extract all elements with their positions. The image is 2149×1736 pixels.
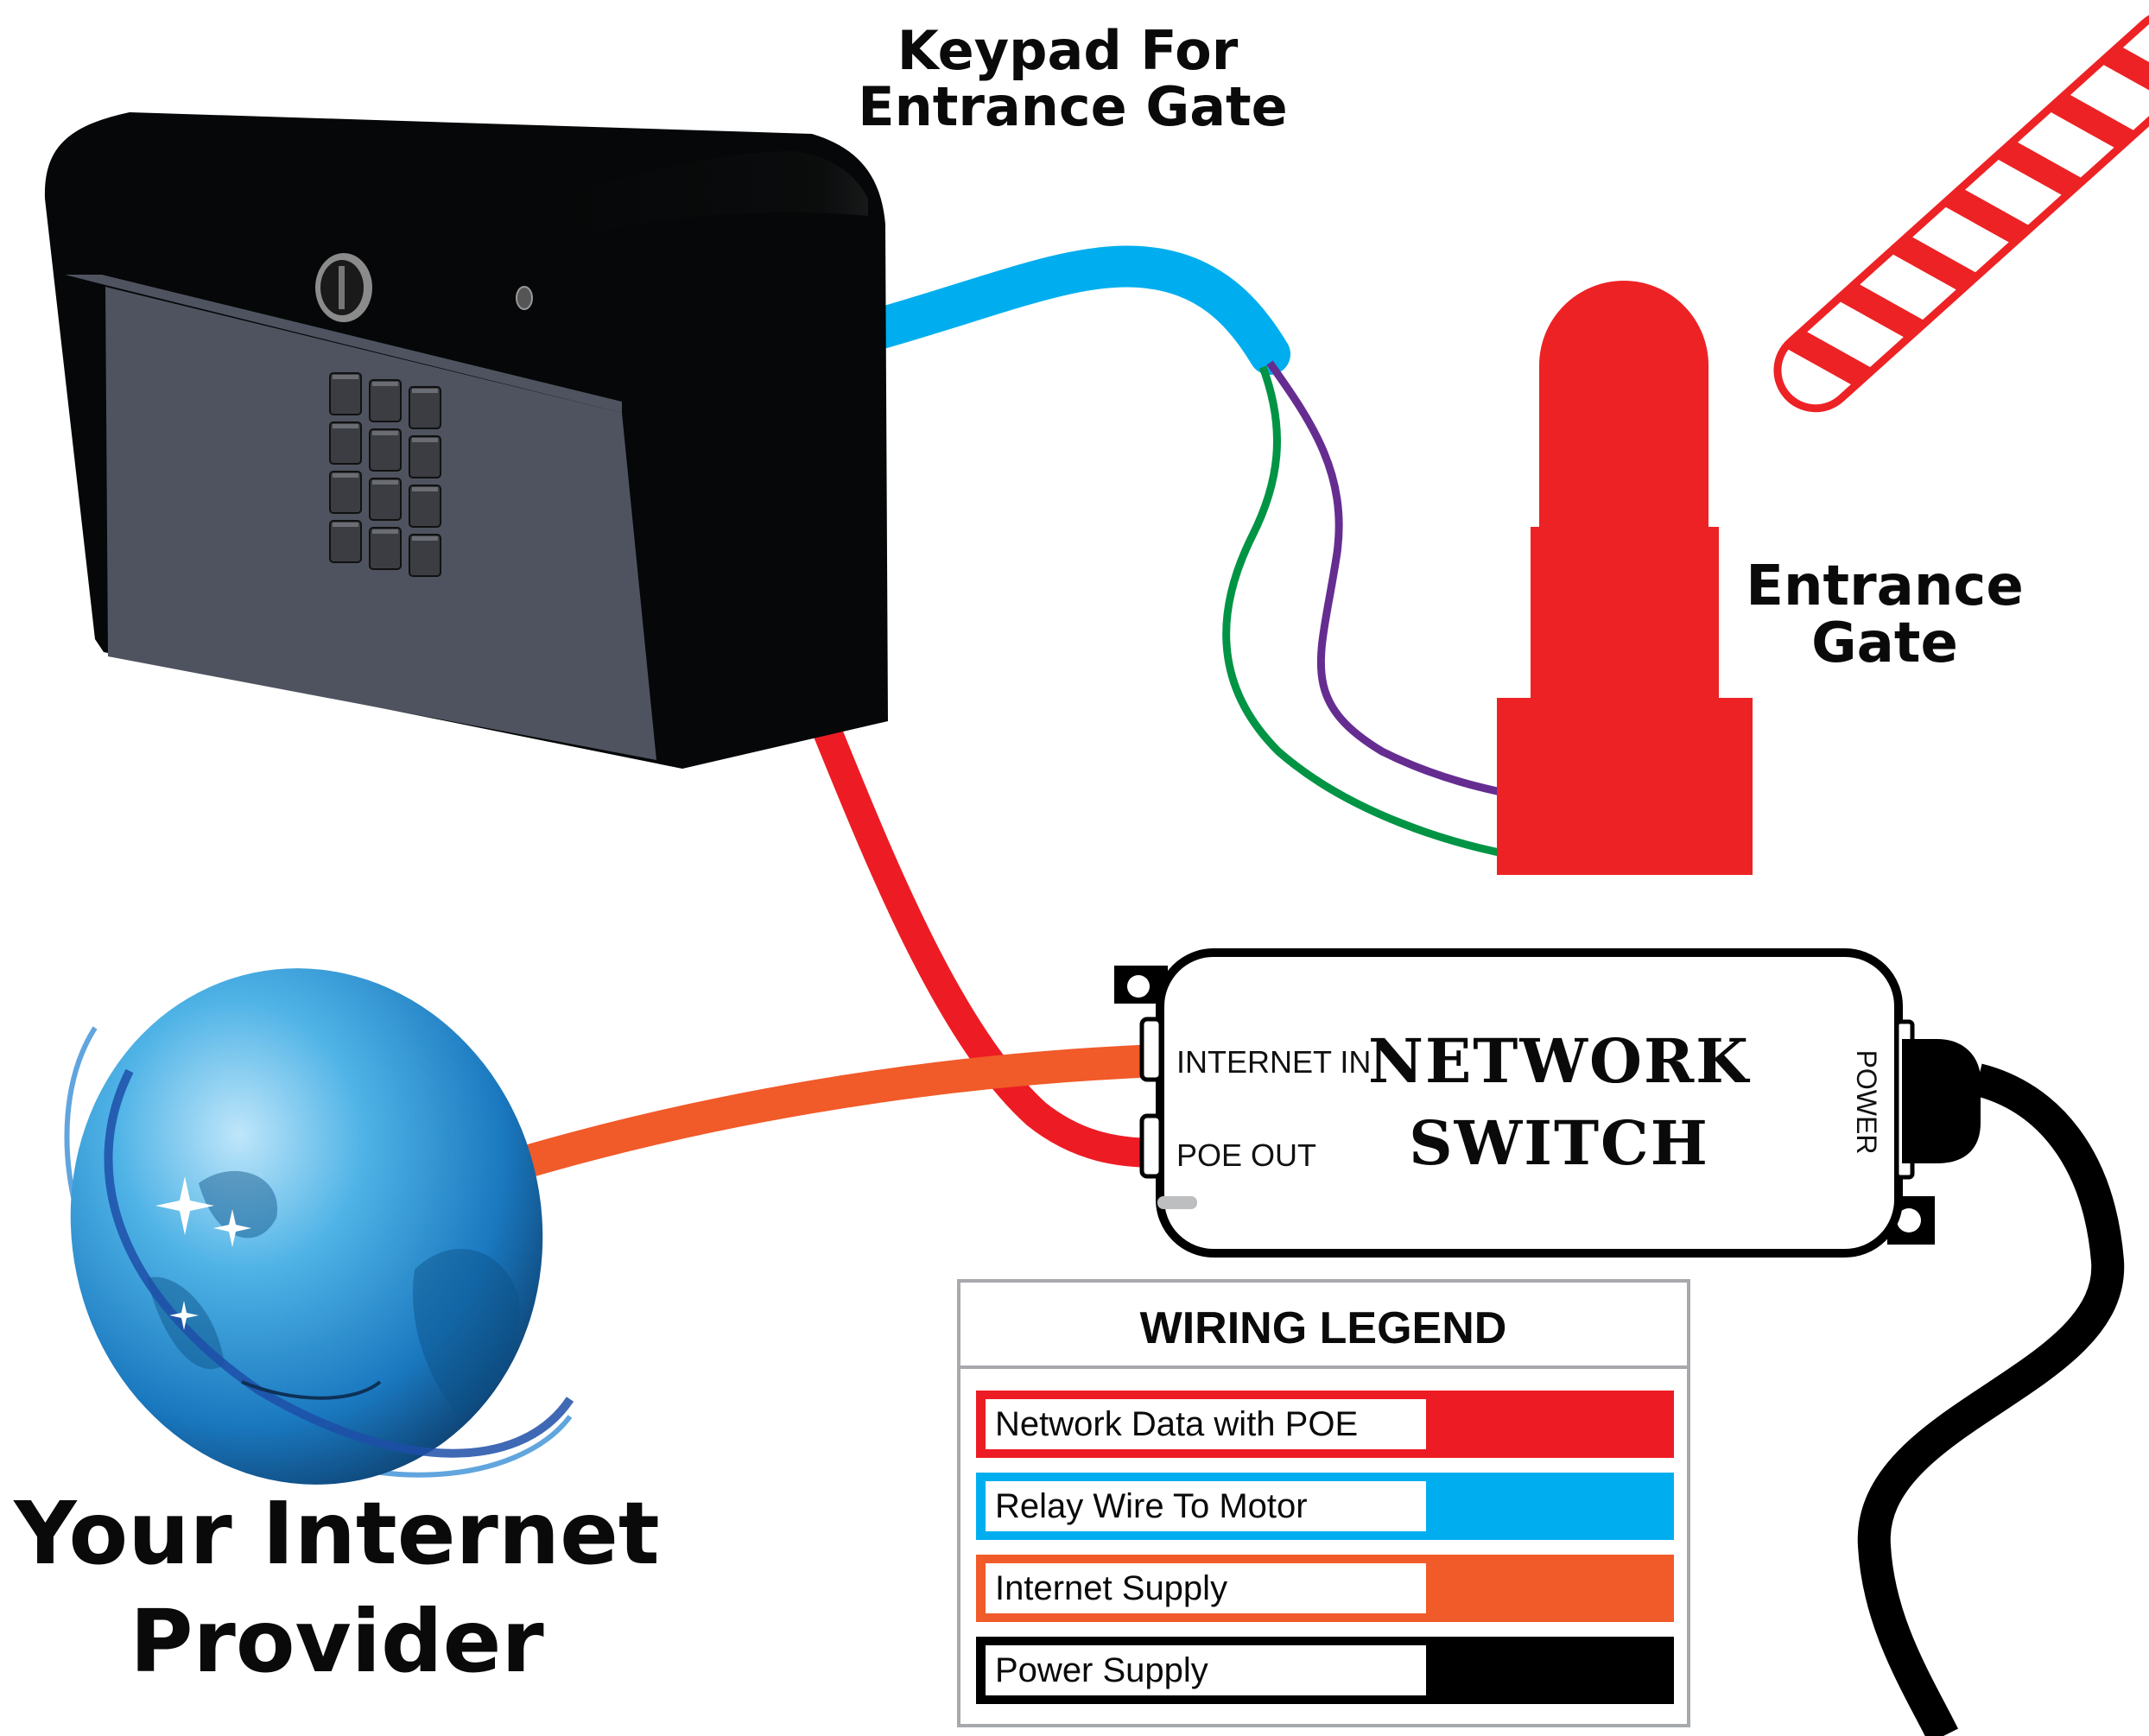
keypad-key-highlight [372,431,398,435]
provider-title-line1: Your Internet [13,1483,659,1584]
gate-post-foot [1497,698,1753,875]
keypad-key [369,379,402,422]
legend-label-box [986,1645,1426,1695]
keypad-key-highlight [412,487,438,491]
legend-item: Internet Supply [976,1555,1674,1622]
power-cord [1857,1063,2125,1736]
switch-title-line1: NETWORK [1368,1025,1750,1097]
legend-label: Internet Supply [995,1569,1227,1607]
relay-wire [860,245,1290,375]
legend-label: Network Data with POE [995,1405,1358,1443]
keypad-key [329,471,362,514]
gate-arm-stripe [2047,92,2137,150]
legend-item: Network Data with POE [976,1391,1674,1458]
gate-title-line2: Gate [1811,611,1958,675]
keypad-key [409,485,441,528]
globe-smile [241,1380,382,1400]
legend-rows: Network Data with POE Relay Wire To Motor… [976,1391,1674,1704]
keypad-key [369,428,402,472]
keypad-key [409,534,441,577]
gate-arm-stripes [1784,45,2149,387]
keypad-face-lip [65,275,622,413]
keypad-key [329,520,362,563]
keypad-title-line2: Entrance Gate [858,75,1287,138]
gate-post-body [1531,527,1719,725]
keypad-buttons [329,372,441,577]
entrance-gate [1497,9,2149,875]
gate-arm-stripe [1836,282,1927,339]
keypad-key-highlight [412,389,438,393]
provider-title-line2: Provider [130,1591,544,1692]
keypad-key-highlight [333,375,358,379]
keypad-key-highlight [333,424,358,428]
internet-wire [522,1044,1158,1178]
legend-title: WIRING LEGEND [1140,1303,1507,1353]
keypad-key-highlight [412,536,438,541]
globe-continents [147,1170,520,1416]
wiring-legend: WIRING LEGEND Network Data with POE Relay… [957,1279,1690,1727]
port-poe-out-label: POE OUT [1176,1137,1316,1173]
switch-title-line2: SWITCH [1409,1107,1709,1179]
power-plug [1902,1039,1981,1163]
mount-hole [1897,1208,1921,1232]
legend-label: Relay Wire To Motor [995,1487,1308,1525]
keypad-key [329,372,362,415]
keypad-top-highlight [553,151,868,233]
gate-arm-stripe [2100,45,2149,103]
keypad-key-highlight [412,438,438,442]
camera-icon [516,286,533,310]
sparkle-icon [155,1176,251,1330]
gate-barrier-arm [1773,9,2149,413]
status-led [1157,1196,1197,1209]
globe-sphere [70,968,543,1485]
keypad-device [44,112,888,769]
globe-orbit-front [104,1068,574,1458]
keypad-key [409,435,441,478]
relay-lead-purple [1266,360,1538,803]
gate-arm-stripe [1889,235,1980,292]
keypad-key [409,386,441,429]
keypad-key [329,421,362,465]
keypad-key [369,527,402,570]
keypad-key [369,478,402,521]
gate-arm-stripe [1784,329,1874,387]
port-internet-in[interactable] [1139,1017,1163,1082]
mount-hole [1127,975,1150,998]
keypad-face [105,287,656,760]
lock-icon [315,253,372,322]
port-poe-out[interactable] [1139,1113,1163,1179]
port-power-label: POWER [1851,1050,1882,1155]
gate-title-line1: Entrance [1746,554,2024,618]
legend-label-box [986,1399,1426,1449]
internet-globe [64,968,574,1485]
legend-item: Relay Wire To Motor [976,1473,1674,1540]
keypad-key-highlight [372,382,398,386]
legend-item: Power Supply [976,1637,1674,1704]
switch-body [1156,948,1903,1258]
keypad-key-highlight [333,473,358,478]
gate-arm-stripe [1942,187,2032,244]
legend-label: Power Supply [995,1651,1208,1689]
keypad-key-highlight [333,523,358,527]
gate-arm-stripe [1994,140,2085,197]
keypad-key-highlight [372,480,398,485]
legend-label-box [986,1563,1426,1613]
legend-label-box [986,1481,1426,1531]
keypad-title-line1: Keypad For [897,19,1239,82]
relay-lead-green [1222,365,1538,864]
network-switch: INTERNET IN POE OUT NETWORK SWITCH POWER [1114,948,1981,1258]
keypad-key-highlight [372,529,398,534]
port-internet-in-label: INTERNET IN [1176,1044,1371,1080]
